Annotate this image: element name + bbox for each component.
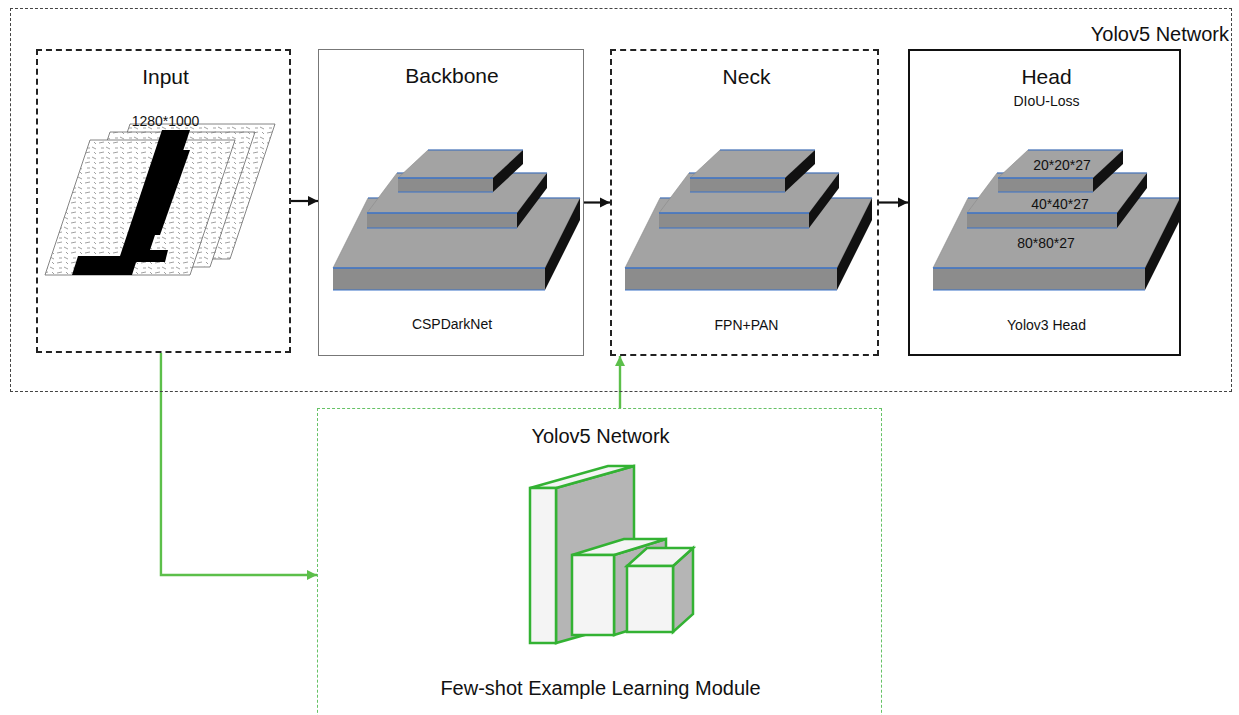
- feature-slab: [398, 150, 523, 192]
- slab-front: [398, 178, 493, 192]
- arrowhead: [307, 570, 317, 580]
- module-block: [627, 548, 693, 632]
- slab-edge: [659, 212, 809, 214]
- connector-line: [161, 353, 317, 575]
- box-title: Yolov5 Network: [1091, 23, 1229, 46]
- slab-side: [493, 150, 523, 192]
- input-images: [45, 124, 275, 275]
- slab-top: [367, 173, 547, 213]
- slab-front: [690, 178, 785, 192]
- box-text: Yolov3 Head: [1007, 317, 1086, 333]
- box-title: Input: [142, 65, 189, 89]
- slab-front: [933, 268, 1145, 290]
- slab-side: [809, 173, 839, 228]
- slab-front: [998, 178, 1093, 192]
- slab-edge: [720, 150, 815, 151]
- backbone-box: BackboneCSPDarkNet: [318, 49, 584, 356]
- slab-edge: [690, 191, 785, 192]
- block-front: [627, 566, 673, 632]
- arrowhead: [600, 198, 610, 208]
- head-box: HeadDIoU-Loss 20*20*27 40*40*27 80*80*27Yol…: [908, 49, 1181, 356]
- slab-edge: [333, 289, 545, 290]
- module-box: Yolov5 NetworkFew-shot Example Learning …: [317, 408, 882, 715]
- slab-edge: [367, 227, 517, 228]
- connector: [615, 356, 625, 408]
- feature-slab: [690, 150, 815, 192]
- box-text: 80*80*27: [1017, 235, 1075, 251]
- slab-side: [517, 173, 547, 228]
- connector: [161, 353, 317, 580]
- slab-edge: [333, 267, 545, 269]
- connector: [291, 196, 318, 206]
- slab-edge: [398, 191, 493, 192]
- slab-side: [785, 150, 815, 192]
- slab-edge: [625, 267, 837, 269]
- feature-slab: [967, 173, 1147, 228]
- slab-edge: [690, 177, 785, 179]
- slab-edge: [659, 227, 809, 228]
- box-text: Few-shot Example Learning Module: [440, 677, 760, 700]
- network-frame: Yolov5 NetworkInput 1280*1000 BackboneCSPD…: [10, 8, 1232, 392]
- block-front: [530, 488, 556, 643]
- box-title: Backbone: [405, 64, 498, 88]
- box-text: 1280*1000: [132, 113, 200, 129]
- feature-slab: [659, 173, 839, 228]
- slab-side: [837, 198, 872, 290]
- slab-side: [1145, 198, 1180, 290]
- slab-edge: [933, 289, 1145, 290]
- slab-edge: [933, 267, 1145, 269]
- box-title: Neck: [723, 65, 771, 89]
- arrowhead: [308, 196, 318, 206]
- slab-edge: [967, 227, 1117, 228]
- neck-box: NeckFPN+PAN: [610, 49, 879, 356]
- slab-edge: [398, 177, 493, 179]
- slab-edge: [998, 177, 1093, 179]
- slab-front: [367, 213, 517, 228]
- slab-edge: [998, 191, 1093, 192]
- box-text: 20*20*27: [1033, 157, 1091, 173]
- slab-front: [333, 268, 545, 290]
- box-text: 40*40*27: [1031, 196, 1089, 212]
- slab-top: [967, 173, 1147, 213]
- slab-edge: [367, 212, 517, 214]
- connector: [584, 198, 610, 208]
- block-front: [572, 555, 614, 635]
- slab-edge: [1028, 150, 1123, 151]
- slab-top: [659, 173, 839, 213]
- slab-front: [659, 213, 809, 228]
- slab-side: [1093, 150, 1123, 192]
- slab-front: [967, 213, 1117, 228]
- arrowhead: [615, 356, 625, 366]
- input-box: Input 1280*1000: [36, 49, 291, 353]
- box-title: Head: [1021, 65, 1071, 89]
- arrowhead: [898, 198, 908, 208]
- feature-slab: [998, 150, 1123, 192]
- image-feature: [118, 130, 190, 262]
- feature-slab: [367, 173, 547, 228]
- connector: [879, 198, 908, 208]
- slab-side: [545, 198, 580, 290]
- box-text: FPN+PAN: [715, 317, 779, 333]
- box-text: CSPDarkNet: [412, 316, 492, 332]
- slab-front: [625, 268, 837, 290]
- slab-edge: [625, 289, 837, 290]
- block-top: [530, 466, 634, 488]
- box-title: Yolov5 Network: [531, 425, 669, 448]
- image-feature: [125, 250, 168, 262]
- slab-side: [1117, 173, 1147, 228]
- box-text: DIoU-Loss: [1013, 93, 1079, 109]
- block-top: [627, 548, 693, 566]
- slab-edge: [967, 212, 1117, 214]
- slab-edge: [428, 150, 523, 151]
